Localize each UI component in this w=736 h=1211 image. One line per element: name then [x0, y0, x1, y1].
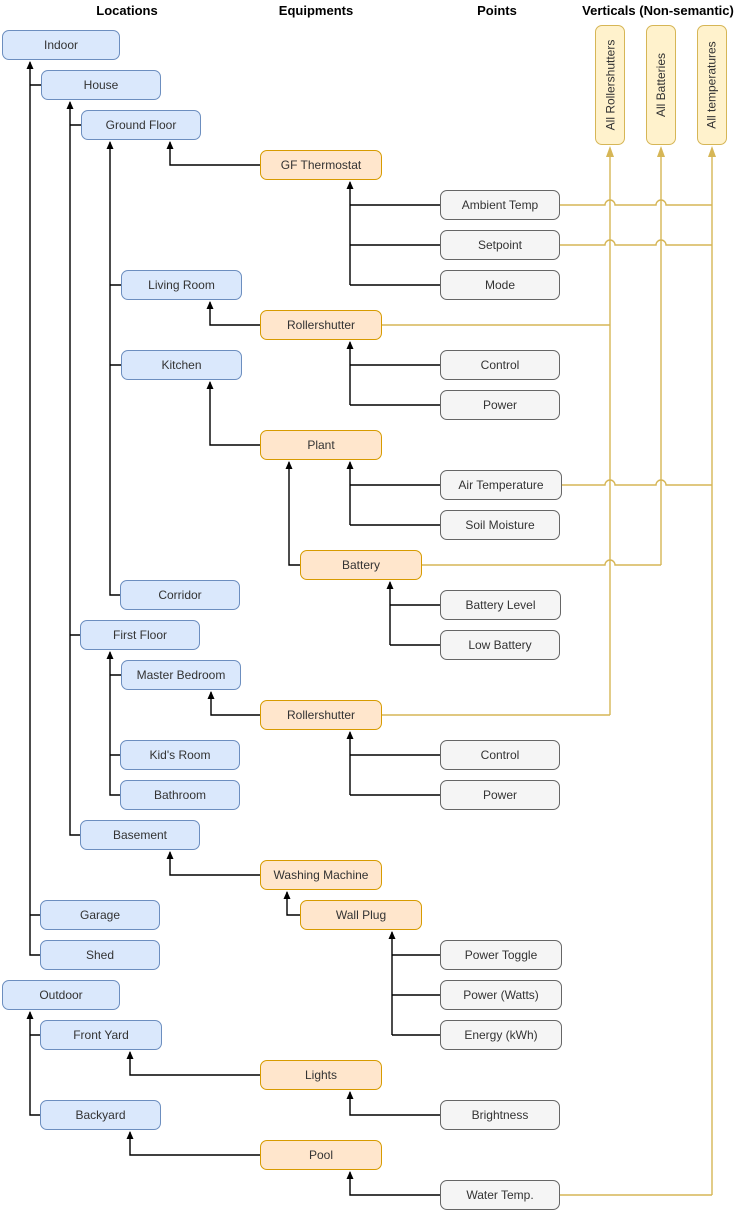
location-shed: Shed	[40, 940, 160, 970]
point-air-temperature: Air Temperature	[440, 470, 562, 500]
edge-pool-points	[349, 1172, 440, 1196]
location-ground-floor: Ground Floor	[81, 110, 201, 140]
edge-wall-plug-to-washing-machine	[286, 892, 300, 916]
location-corridor: Corridor	[120, 580, 240, 610]
location-indoor: Indoor	[2, 30, 120, 60]
location-master-bedroom: Master Bedroom	[121, 660, 241, 690]
point-brightness: Brightness	[440, 1100, 560, 1130]
vertical-all-temperatures-label: All temperatures	[705, 41, 719, 129]
point-control-living-room: Control	[440, 350, 560, 380]
vertical-group-arrowheads	[606, 146, 716, 157]
point-control-master-bedroom: Control	[440, 740, 560, 770]
edge-lights-points	[349, 1092, 440, 1116]
column-header-points: Points	[477, 3, 517, 18]
point-low-battery: Low Battery	[440, 630, 560, 660]
location-outdoor: Outdoor	[2, 980, 120, 1010]
equipment-lights: Lights	[260, 1060, 382, 1090]
vertical-all-batteries: All Batteries	[646, 25, 676, 145]
edge-battery-to-all-batteries	[422, 559, 661, 566]
equipment-gf-thermostat: GF Thermostat	[260, 150, 382, 180]
edge-ambient-temp-to-all-temperatures	[560, 199, 712, 206]
location-kitchen: Kitchen	[121, 350, 242, 380]
equipment-wall-plug: Wall Plug	[300, 900, 422, 930]
edge-ground-floor-children	[109, 142, 121, 596]
edge-outdoor-children	[29, 1012, 40, 1116]
edge-battery-to-plant	[288, 462, 300, 566]
point-battery-level: Battery Level	[440, 590, 561, 620]
vertical-all-rollershutters-label: All Rollershutters	[603, 39, 618, 131]
location-bathroom: Bathroom	[120, 780, 240, 810]
location-front-yard: Front Yard	[40, 1020, 162, 1050]
edge-washing-machine-to-basement	[169, 852, 260, 876]
vertical-group-edges	[382, 156, 713, 1196]
edge-lights-to-front-yard	[129, 1052, 260, 1076]
edge-plant-to-kitchen	[209, 382, 260, 446]
edge-wall-plug-points	[391, 932, 440, 1036]
column-header-equipments: Equipments	[278, 3, 354, 18]
point-mode: Mode	[440, 270, 560, 300]
edge-indoor-children	[29, 62, 41, 956]
edge-rollershutter-to-master-bedroom	[210, 692, 260, 716]
edge-rollershutter-gf-points	[349, 342, 440, 406]
column-header-verticals: Verticals (Non-semantic)	[582, 3, 734, 18]
vertical-all-batteries-label: All Batteries	[654, 52, 668, 118]
edge-gf-thermostat-points	[349, 182, 440, 286]
edge-first-floor-children	[109, 652, 121, 796]
vertical-all-temperatures: All temperatures	[697, 25, 727, 145]
point-power-watts: Power (Watts)	[440, 980, 562, 1010]
hierarchy-arrowheads	[26, 61, 396, 1179]
edge-setpoint-to-all-temperatures	[560, 239, 712, 246]
hierarchy-edges	[29, 62, 440, 1196]
location-kids-room: Kid's Room	[120, 740, 240, 770]
edge-air-temperature-to-all-temperatures	[560, 479, 712, 486]
location-backyard: Backyard	[40, 1100, 161, 1130]
location-living-room: Living Room	[121, 270, 242, 300]
equipment-washing-machine: Washing Machine	[260, 860, 382, 890]
equipment-plant: Plant	[260, 430, 382, 460]
point-energy-kwh: Energy (kWh)	[440, 1020, 562, 1050]
equipment-rollershutter-master-bedroom: Rollershutter	[260, 700, 382, 730]
location-house: House	[41, 70, 161, 100]
edge-pool-to-backyard	[129, 1132, 260, 1156]
edge-plant-points	[349, 462, 440, 526]
location-garage: Garage	[40, 900, 160, 930]
column-header-locations: Locations	[96, 3, 158, 18]
equipment-battery: Battery	[300, 550, 422, 580]
location-basement: Basement	[80, 820, 200, 850]
edge-battery-points	[389, 582, 440, 646]
point-soil-moisture: Soil Moisture	[440, 510, 560, 540]
edge-rollershutter-to-living-room	[209, 302, 260, 326]
vertical-all-rollershutters: All Rollershutters	[595, 25, 625, 145]
edge-rollershutter-mb-points	[349, 732, 440, 796]
point-ambient-temp: Ambient Temp	[440, 190, 560, 220]
point-power-toggle: Power Toggle	[440, 940, 562, 970]
point-setpoint: Setpoint	[440, 230, 560, 260]
point-power-master-bedroom: Power	[440, 780, 560, 810]
equipment-pool: Pool	[260, 1140, 382, 1170]
edge-house-children	[69, 102, 81, 836]
point-power-living-room: Power	[440, 390, 560, 420]
point-water-temp: Water Temp.	[440, 1180, 560, 1210]
edge-gf-thermostat-to-ground-floor	[169, 142, 260, 166]
equipment-rollershutter-living-room: Rollershutter	[260, 310, 382, 340]
location-first-floor: First Floor	[80, 620, 200, 650]
